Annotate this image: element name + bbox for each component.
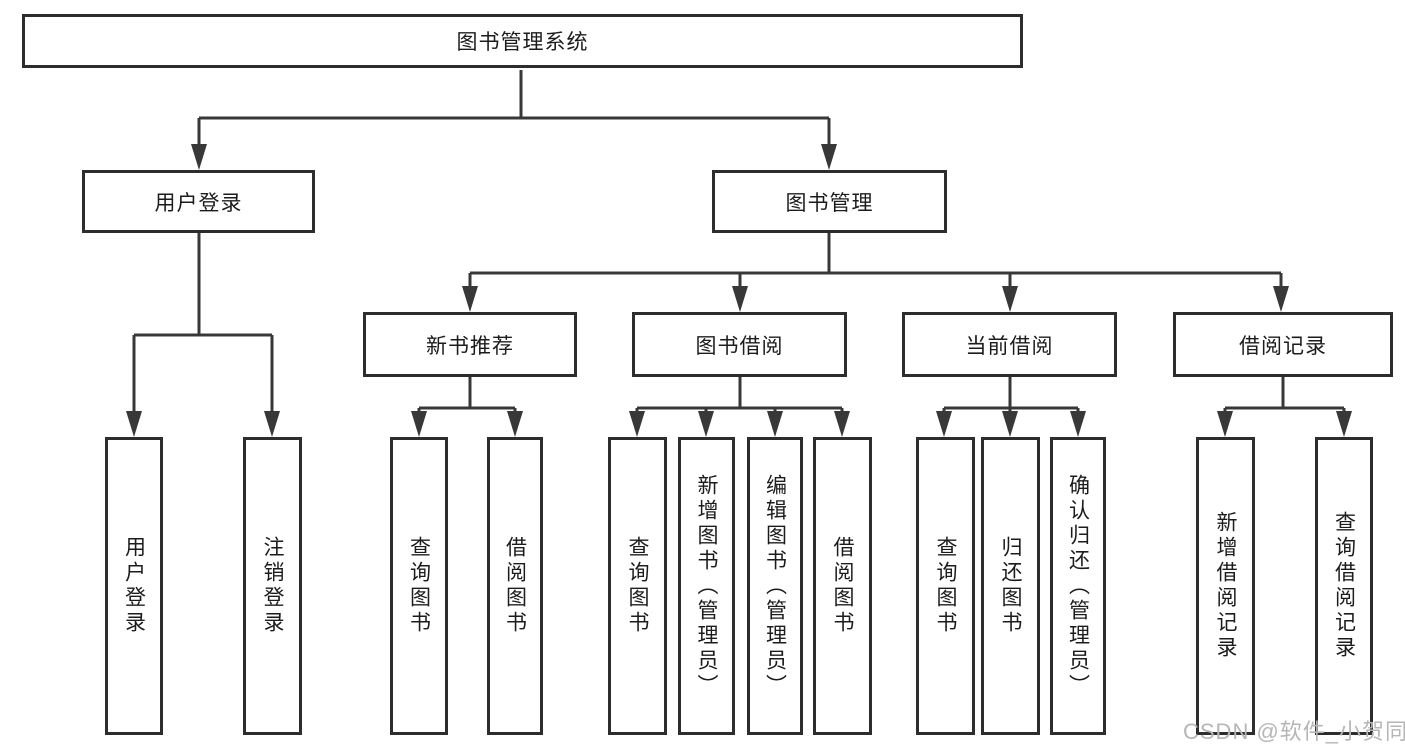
node-leaf-query-borrow-record-label: 查询借阅记录 [1332,511,1356,661]
node-leaf-edit-book-admin-label: 编辑图书（管理员） [763,473,787,699]
node-leaf-borrow-books-recommend-label: 借阅图书 [503,536,527,636]
arrowheads [126,144,1352,437]
node-book-borrow-label: 图书借阅 [695,334,784,358]
node-leaf-query-books-recommend: 查询图书 [390,437,448,735]
node-leaf-confirm-return-admin: 确认归还（管理员） [1050,437,1106,735]
node-borrow-records-label: 借阅记录 [1239,334,1327,358]
node-leaf-query-books-borrow-label: 查询图书 [626,536,649,636]
node-borrow-records: 借阅记录 [1173,312,1393,377]
node-current-borrow-label: 当前借阅 [965,334,1054,358]
node-root: 图书管理系统 [22,14,1023,68]
node-book-management: 图书管理 [712,170,947,233]
node-leaf-logout-label: 注销登录 [261,536,284,636]
node-new-book-recommend-label: 新书推荐 [426,334,514,358]
node-book-borrow: 图书借阅 [632,312,847,377]
node-user-login-label: 用户登录 [154,191,243,215]
node-book-management-label: 图书管理 [785,191,874,215]
node-current-borrow: 当前借阅 [902,312,1117,377]
node-leaf-borrow-books-label: 借阅图书 [831,536,854,636]
node-leaf-edit-book-admin: 编辑图书（管理员） [747,437,803,735]
csdn-watermark: CSDN @软件_小贺同学 [1183,719,1405,744]
node-leaf-add-borrow-record: 新增借阅记录 [1196,437,1255,735]
node-leaf-confirm-return-admin-label: 确认归还（管理员） [1066,473,1090,699]
node-leaf-return-book: 归还图书 [981,437,1040,735]
node-leaf-return-book-label: 归还图书 [999,536,1022,636]
node-leaf-user-login-label: 用户登录 [122,536,146,636]
node-leaf-logout: 注销登录 [243,437,302,735]
node-leaf-query-books-borrow: 查询图书 [608,437,667,735]
node-leaf-add-borrow-record-label: 新增借阅记录 [1214,511,1237,661]
node-user-login: 用户登录 [82,170,315,233]
node-leaf-query-books-recommend-label: 查询图书 [407,536,431,636]
node-leaf-borrow-books: 借阅图书 [813,437,872,735]
node-leaf-query-books-current: 查询图书 [916,437,975,735]
node-leaf-query-borrow-record: 查询借阅记录 [1315,437,1373,735]
node-leaf-user-login: 用户登录 [105,437,163,735]
node-root-label: 图书管理系统 [456,31,589,54]
node-new-book-recommend: 新书推荐 [363,312,577,377]
node-leaf-borrow-books-recommend: 借阅图书 [487,437,543,735]
node-leaf-add-book-admin-label: 新增图书（管理员） [695,473,718,699]
node-leaf-query-books-current-label: 查询图书 [934,536,957,636]
node-leaf-add-book-admin: 新增图书（管理员） [678,437,735,735]
